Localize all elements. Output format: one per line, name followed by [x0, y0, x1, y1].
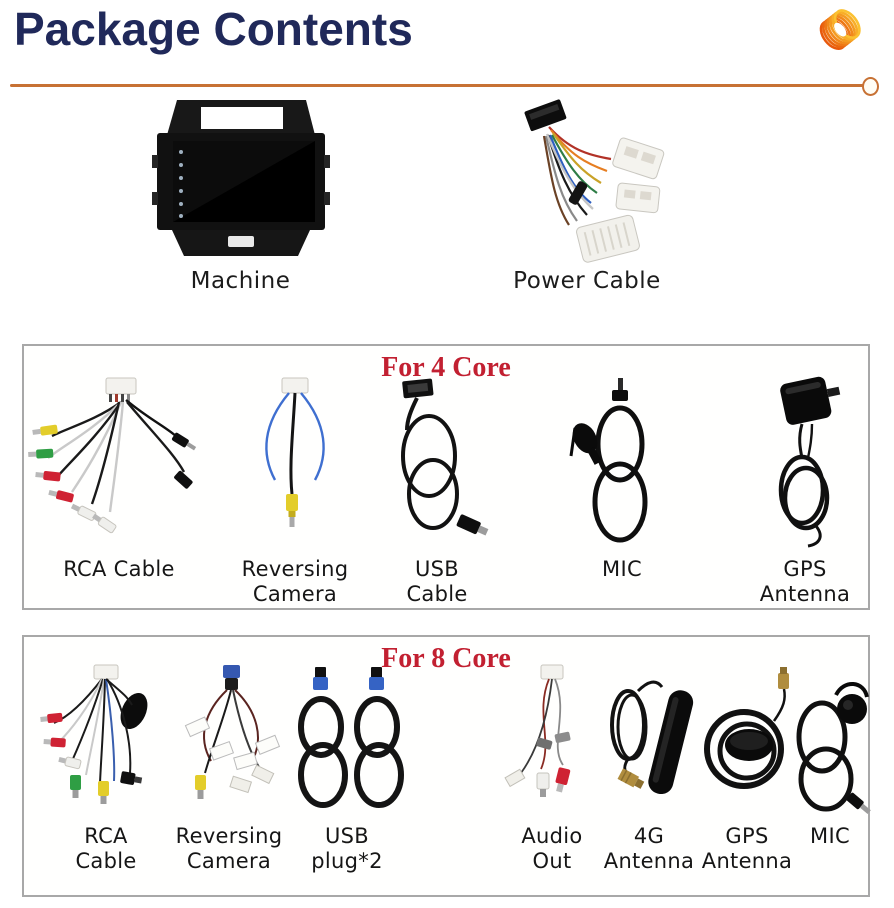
rca-cable-item: RCA Cable: [24, 376, 214, 582]
reversing-camera-item: Reversing Camera: [235, 376, 355, 607]
item-label: Reversing Camera: [175, 824, 283, 873]
header-divider: [10, 84, 864, 87]
mic-item: MIC: [784, 663, 876, 849]
item-label: Reversing Camera: [241, 557, 349, 606]
item-label: USB plug*2: [311, 824, 383, 873]
car-head-unit-image: [151, 100, 330, 256]
reversing-camera-image: [184, 665, 281, 799]
item-label: GPS Antenna: [759, 557, 851, 606]
divider-end-dot: [862, 77, 879, 96]
4g-antenna-item: 4G Antenna: [594, 663, 704, 874]
gps-antenna-item: GPS Antenna: [750, 376, 860, 607]
gps-antenna-image: [778, 376, 841, 548]
item-label: USB Cable: [406, 557, 468, 606]
item-label: MIC: [602, 557, 642, 581]
item-label: GPS Antenna: [701, 824, 793, 873]
section-title: For 4 Core: [381, 352, 511, 383]
item-label: Audio Out: [521, 824, 583, 873]
item-label: RCA Cable: [63, 557, 175, 581]
page-title: Package Contents: [14, 3, 413, 55]
orange-coil-icon: [819, 9, 861, 50]
item-label: 4G Antenna: [603, 824, 695, 873]
gps-antenna-item: GPS Antenna: [694, 663, 800, 874]
power-cable-figure: Power Cable: [487, 97, 687, 294]
item-label: Machine: [190, 268, 291, 294]
round-microphone-image: [796, 682, 871, 815]
audio-out-item: Audio Out: [497, 663, 607, 874]
machine-figure: Machine: [143, 100, 338, 294]
usb-plugs-item: USB plug*2: [285, 663, 409, 874]
power-wiring-harness-image: [524, 99, 665, 263]
rca-cable-item: RCA Cable: [38, 663, 174, 874]
rca-cable-image: [40, 664, 148, 804]
reversing-camera-item: Reversing Camera: [167, 663, 291, 874]
two-usb-plugs-image: [298, 667, 404, 808]
audio-out-cable-image: [504, 664, 571, 797]
usb-cable-image: [401, 378, 489, 536]
item-label: RCA Cable: [75, 824, 137, 873]
for-8-core-section: For 8 Core: [22, 635, 871, 897]
clip-microphone-image: [569, 378, 648, 543]
gps-coil-antenna-image: [704, 667, 789, 789]
item-label: Power Cable: [513, 268, 661, 294]
rca-cable-image: [28, 377, 197, 534]
mic-item: MIC: [562, 376, 682, 582]
4g-strip-antenna-image: [610, 680, 694, 795]
section-title: For 8 Core: [381, 643, 511, 674]
reversing-camera-image: [265, 377, 325, 527]
for-4-core-section: For 4 Core: [22, 344, 870, 610]
item-label: MIC: [810, 824, 850, 848]
usb-cable-item: USB Cable: [377, 376, 497, 607]
